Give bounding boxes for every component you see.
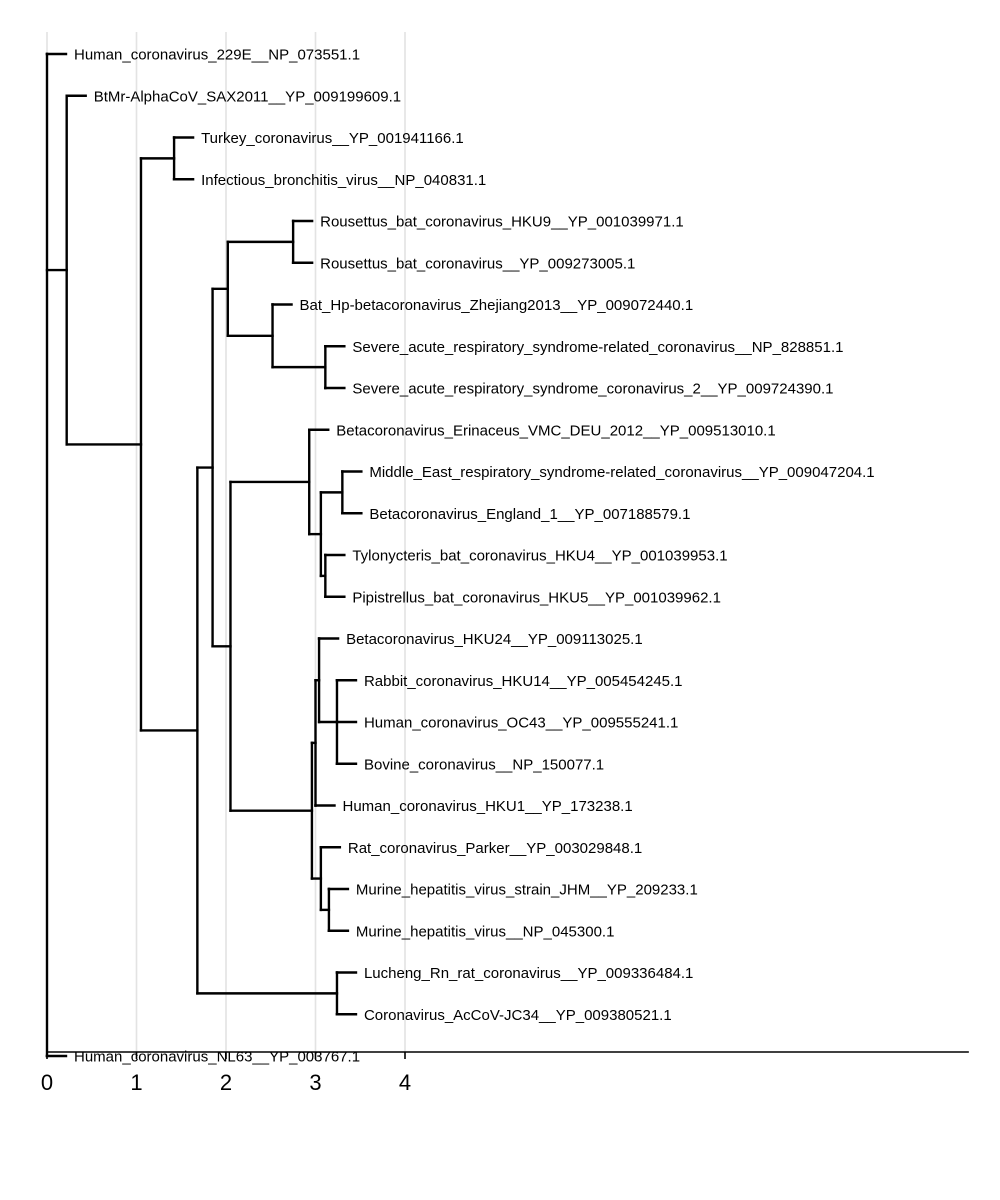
- leaf-label: Human_coronavirus_229E__NP_073551.1: [74, 47, 360, 64]
- leaf-label: Human_coronavirus_NL63__YP_003767.1: [74, 1049, 360, 1066]
- leaf-label: Betacoronavirus_HKU24__YP_009113025.1: [346, 631, 643, 648]
- leaf-label: Turkey_coronavirus__YP_001941166.1: [201, 130, 464, 147]
- leaf-label: Rousettus_bat_coronavirus__YP_009273005.…: [320, 255, 635, 272]
- leaf-label: Severe_acute_respiratory_syndrome_corona…: [352, 381, 833, 398]
- leaf-label: BtMr-AlphaCoV_SAX2011__YP_009199609.1: [94, 88, 401, 105]
- leaf-label: Rousettus_bat_coronavirus_HKU9__YP_00103…: [320, 214, 684, 231]
- leaf-label: Pipistrellus_bat_coronavirus_HKU5__YP_00…: [352, 589, 721, 606]
- leaf-labels: Human_coronavirus_229E__NP_073551.1BtMr-…: [74, 47, 875, 1066]
- leaf-label: Rat_coronavirus_Parker__YP_003029848.1: [348, 840, 642, 857]
- x-axis: 0 1 2 3 4: [41, 1051, 969, 1095]
- leaf-label: Murine_hepatitis_virus__NP_045300.1: [356, 923, 615, 940]
- leaf-label: Coronavirus_AcCoV-JC34__YP_009380521.1: [364, 1007, 672, 1024]
- leaf-label: Tylonycteris_bat_coronavirus_HKU4__YP_00…: [352, 548, 727, 565]
- leaf-label: Betacoronavirus_England_1__YP_007188579.…: [369, 506, 690, 523]
- tick-label: 3: [309, 1070, 321, 1095]
- leaf-label: Infectious_bronchitis_virus__NP_040831.1: [201, 172, 486, 189]
- leaf-label: Betacoronavirus_Erinaceus_VMC_DEU_2012__…: [336, 422, 775, 439]
- leaf-label: Bat_Hp-betacoronavirus_Zhejiang2013__YP_…: [300, 297, 694, 314]
- tick-label: 2: [220, 1070, 232, 1095]
- leaf-label: Bovine_coronavirus__NP_150077.1: [364, 756, 604, 773]
- leaf-label: Rabbit_coronavirus_HKU14__YP_005454245.1: [364, 673, 683, 690]
- leaf-label: Severe_acute_respiratory_syndrome-relate…: [352, 339, 843, 356]
- leaf-label: Middle_East_respiratory_syndrome-related…: [369, 464, 874, 481]
- leaf-label: Human_coronavirus_HKU1__YP_173238.1: [343, 798, 633, 815]
- tick-label: 4: [399, 1070, 411, 1095]
- leaf-label: Murine_hepatitis_virus_strain_JHM__YP_20…: [356, 882, 698, 899]
- leaf-label: Human_coronavirus_OC43__YP_009555241.1: [364, 715, 678, 732]
- tick-label: 0: [41, 1070, 53, 1095]
- tree-branches: [45, 52, 363, 1058]
- tick-label: 1: [130, 1070, 142, 1095]
- leaf-label: Lucheng_Rn_rat_coronavirus__YP_009336484…: [364, 965, 693, 982]
